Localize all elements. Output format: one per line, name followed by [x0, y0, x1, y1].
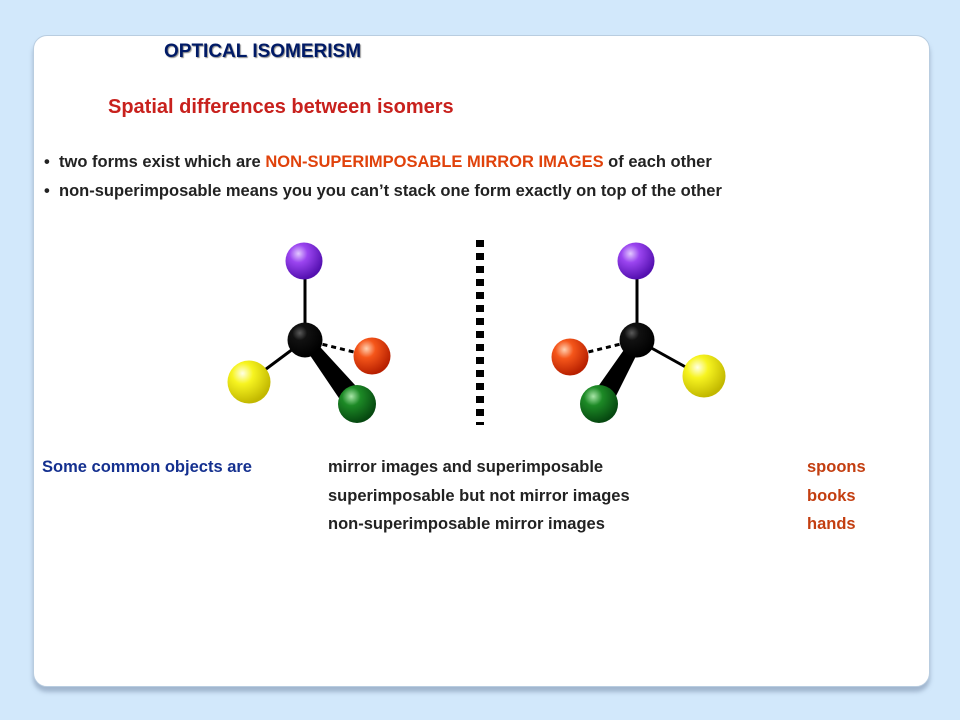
page-title: OPTICAL ISOMERISM — [164, 41, 362, 62]
bullet-1-text-end: of each other — [603, 153, 712, 171]
left-atom-center — [287, 322, 323, 358]
right-atom-center — [619, 322, 655, 358]
object-row-3-item: hands — [807, 515, 856, 533]
bullet-1-text-start: two forms exist which are — [59, 153, 266, 171]
left-atom-yellow — [227, 360, 271, 404]
left-atom-red — [353, 337, 391, 375]
left-molecule — [227, 242, 391, 423]
bullet-point-1: • two forms exist which are NON-SUPERIMPO… — [44, 153, 712, 172]
left-atom-green — [338, 385, 376, 423]
right-atom-red — [551, 338, 589, 376]
bullet-marker: • — [44, 153, 50, 171]
object-row-3-description: non-superimposable mirror images — [328, 515, 605, 533]
left-atom-purple — [285, 242, 323, 280]
bullet-2-text: non-superimposable means you you can’t s… — [59, 182, 722, 200]
bullet-point-2: • non-superimposable means you you can’t … — [44, 182, 722, 201]
right-molecule — [551, 242, 726, 423]
right-atom-purple — [617, 242, 655, 280]
page-subtitle: Spatial differences between isomers — [108, 96, 454, 118]
right-atom-green — [580, 385, 618, 423]
object-row-2-item: books — [807, 487, 856, 505]
object-row-1-description: mirror images and superimposable — [328, 458, 604, 476]
objects-intro: Some common objects are — [42, 458, 252, 476]
object-row-1-item: spoons — [807, 458, 866, 476]
bullet-1-highlight: NON-SUPERIMPOSABLE MIRROR IMAGES — [265, 153, 604, 171]
bullet-marker: • — [44, 182, 50, 200]
right-atom-yellow — [682, 354, 726, 398]
object-row-2-description: superimposable but not mirror images — [328, 487, 630, 505]
